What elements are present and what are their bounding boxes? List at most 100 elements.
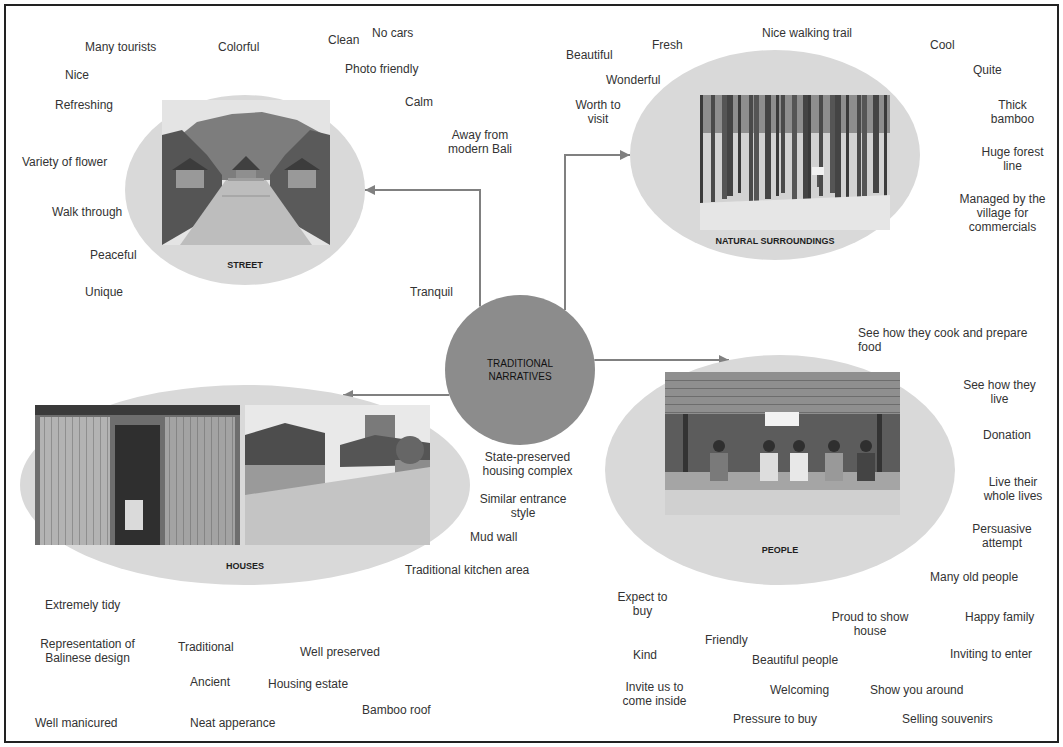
photo-shape	[58, 417, 59, 545]
descriptor-label: Nice walking trail	[762, 26, 852, 40]
photo-shape	[183, 417, 184, 545]
photo-shape	[722, 95, 727, 199]
category-ellipse: PEOPLE	[605, 355, 955, 585]
connector-arrow	[343, 394, 449, 396]
photo-shape	[665, 404, 900, 405]
descriptor-label: Live their whole lives	[973, 475, 1053, 503]
photo-shape	[792, 95, 797, 205]
photo-shape	[72, 417, 73, 545]
connector-arrow	[565, 155, 630, 310]
house-wall-photo	[35, 405, 240, 545]
photo-shape	[846, 95, 849, 202]
category-ellipse: STREET	[125, 95, 365, 285]
node-label: PEOPLE	[605, 545, 955, 556]
descriptor-label: Managed by the village for commercials	[955, 192, 1050, 234]
photo-shape	[665, 372, 900, 515]
photo-shape	[665, 490, 900, 515]
node-label: HOUSES	[20, 561, 470, 572]
photo-shape	[245, 405, 430, 545]
photo-shape	[232, 156, 260, 170]
photo-shape	[825, 453, 843, 481]
photo-shape	[819, 95, 823, 196]
descriptor-label: Unique	[85, 285, 123, 299]
photo-shape	[700, 195, 890, 230]
photo-shape	[86, 417, 87, 545]
photo-shape	[228, 178, 264, 181]
descriptor-label: Pressure to buy	[733, 712, 817, 726]
photo-shape	[808, 95, 811, 199]
photo-shape	[162, 100, 330, 245]
ellipse-shape	[125, 95, 365, 285]
ellipse-shape	[445, 295, 595, 445]
photo-shape	[710, 453, 728, 481]
photo-shape	[765, 412, 799, 426]
photo-shape	[176, 417, 177, 545]
ellipse-fill	[605, 355, 955, 585]
descriptor-label: Selling souvenirs	[902, 712, 993, 726]
photo-shape	[93, 417, 94, 545]
descriptor-label: Bamboo roof	[362, 703, 431, 717]
descriptor-label: Traditional kitchen area	[405, 563, 529, 577]
descriptor-label: Tranquil	[410, 285, 453, 299]
photo-shape	[172, 158, 208, 170]
photo-shape	[665, 388, 900, 389]
descriptor-label: Thick bamboo	[985, 98, 1040, 126]
photo-shape	[107, 417, 108, 545]
photo-shape	[79, 417, 80, 545]
descriptor-label: Cool	[930, 38, 955, 52]
category-ellipse: NATURAL SURROUNDINGS	[630, 50, 920, 260]
photo-shape	[835, 95, 841, 205]
center-circle: TRADITIONAL NARRATIVES	[445, 295, 595, 445]
photo-shape	[790, 453, 808, 481]
photo-shape	[340, 435, 430, 467]
descriptor-label: Persuasive attempt	[962, 522, 1042, 550]
descriptor-label: Refreshing	[55, 98, 113, 112]
descriptor-label: Variety of flower	[22, 155, 107, 169]
descriptor-label: Quite	[973, 63, 1002, 77]
descriptor-label: Invite us to come inside	[622, 680, 687, 708]
photo-shape	[180, 180, 312, 245]
photo-shape	[211, 417, 212, 545]
street-photo	[162, 100, 330, 245]
photo-shape	[765, 95, 771, 199]
node-label: TRADITIONAL NARRATIVES	[460, 357, 580, 383]
photo-shape	[396, 436, 424, 464]
ellipse-fill	[445, 295, 595, 445]
descriptor-label: Colorful	[218, 40, 259, 54]
descriptor-label: Expect to buy	[610, 590, 675, 618]
photo-shape	[190, 417, 191, 545]
descriptor-label: See how they cook and prepare food	[858, 326, 1033, 354]
photo-shape	[738, 95, 741, 193]
photo-shape	[35, 405, 240, 415]
photo-shape	[288, 170, 316, 188]
descriptor-label: Well preserved	[300, 645, 380, 659]
photo-shape	[711, 95, 715, 202]
descriptor-label: Similar entrance style	[478, 492, 568, 520]
ellipse-shape	[630, 50, 920, 260]
descriptor-label: Neat apperance	[190, 716, 275, 730]
photo-shape	[713, 440, 725, 452]
connector-arrow	[365, 190, 480, 307]
descriptor-label: Kind	[633, 648, 657, 662]
descriptor-label: No cars	[372, 26, 413, 40]
photo-shape	[700, 95, 890, 230]
descriptor-label: Walk through	[52, 205, 122, 219]
photo-shape	[862, 95, 867, 196]
descriptor-label: Friendly	[705, 633, 748, 647]
descriptor-label: Many old people	[930, 570, 1018, 584]
photo-shape	[125, 500, 143, 530]
descriptor-label: Peaceful	[90, 248, 137, 262]
descriptor-label: Ancient	[190, 675, 230, 689]
photo-shape	[857, 95, 861, 199]
node-label: NATURAL SURROUNDINGS	[630, 236, 920, 247]
photo-shape	[665, 380, 900, 381]
descriptor-label: Mud wall	[470, 530, 517, 544]
photo-shape	[860, 440, 872, 452]
descriptor-label: Away from modern Bali	[440, 128, 520, 156]
descriptor-label: Show you around	[870, 683, 963, 697]
village-photo	[245, 405, 430, 545]
photo-shape	[35, 405, 240, 545]
descriptor-label: Welcoming	[770, 683, 829, 697]
photo-shape	[204, 417, 205, 545]
